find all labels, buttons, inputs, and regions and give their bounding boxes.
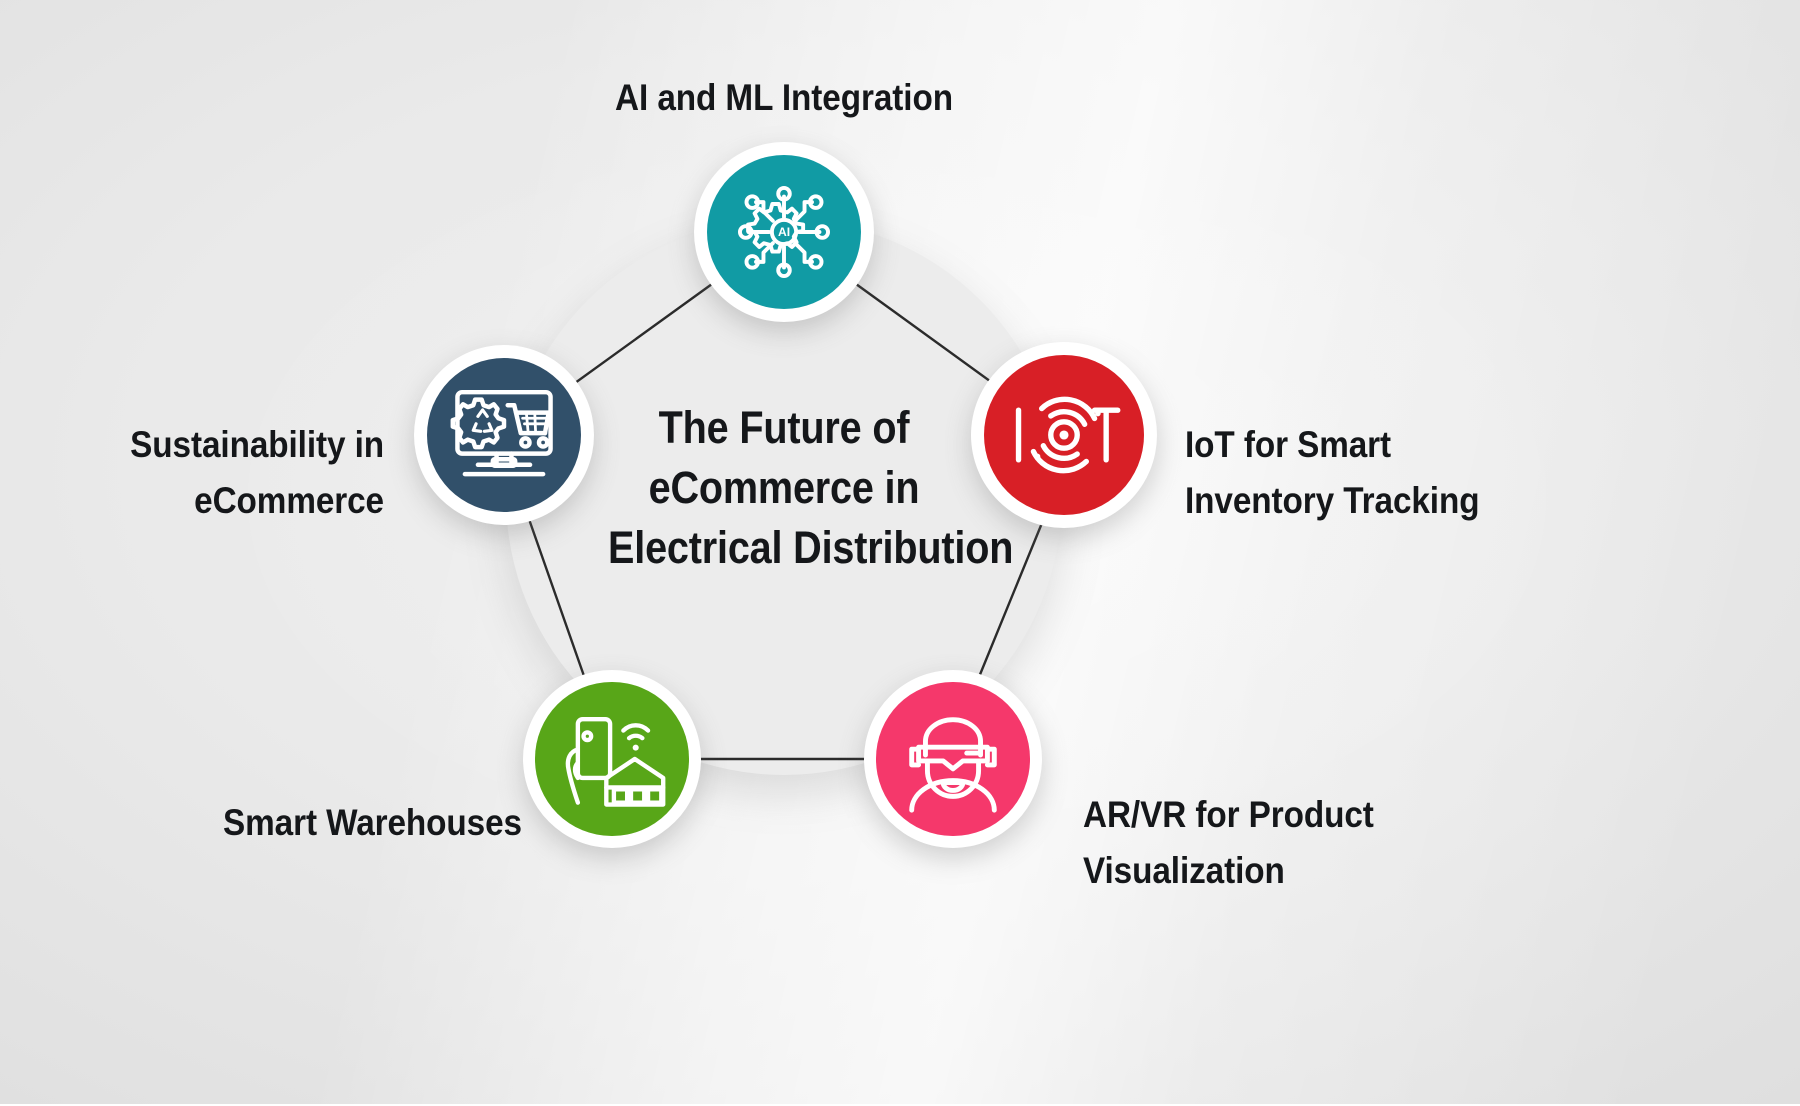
node-ar-vr[interactable]	[864, 670, 1042, 848]
warehouse-smartphone-wifi-icon	[565, 716, 666, 807]
center-title-line-1: The Future of	[658, 402, 910, 453]
iot-radar-icon	[1015, 396, 1121, 474]
node-label-iot-line-2: Inventory Tracking	[1185, 480, 1480, 522]
node-sustainability-disc	[426, 357, 582, 513]
node-smart-warehouses[interactable]	[523, 670, 701, 848]
center-title-line-3: Electrical Distribution	[608, 521, 1014, 573]
node-iot-disc	[984, 355, 1144, 515]
node-ar-vr-disc	[876, 682, 1030, 836]
node-label-ar-vr-line-1: AR/VR for Product	[1083, 794, 1374, 835]
node-label-sustainability-line-1: Sustainability in	[130, 424, 384, 465]
node-iot[interactable]	[971, 342, 1157, 528]
node-ai-ml[interactable]: AI	[694, 142, 874, 322]
node-label-sustainability: Sustainability in eCommerce	[123, 417, 384, 529]
monitor-recycle-cart-icon	[450, 389, 553, 477]
node-ai-ml-disc: AI	[706, 154, 862, 310]
node-smart-warehouses-disc	[535, 682, 689, 836]
ai-icon-text: AI	[778, 225, 790, 239]
vr-headset-person-icon	[909, 717, 997, 813]
node-label-smart-warehouses: Smart Warehouses	[223, 795, 522, 851]
node-label-ai-ml: AI and ML Integration	[514, 70, 1054, 126]
node-label-smart-warehouses-line-1: Smart Warehouses	[223, 802, 522, 843]
node-label-sustainability-line-2: eCommerce	[194, 480, 384, 522]
node-label-ar-vr: AR/VR for Product Visualization	[1083, 787, 1587, 899]
center-title-line-2: eCommerce in	[648, 461, 920, 513]
bottom-edge	[0, 1104, 1800, 1106]
ai-network-icon: AI	[737, 185, 830, 278]
node-label-ai-ml-line-1: AI and ML Integration	[615, 77, 953, 118]
node-label-iot: IoT for Smart Inventory Tracking	[1185, 417, 1689, 529]
center-title: The Future of eCommerce in Electrical Di…	[608, 398, 1014, 578]
node-label-ar-vr-line-2: Visualization	[1083, 850, 1285, 892]
node-label-iot-line-1: IoT for Smart	[1185, 424, 1392, 465]
node-sustainability[interactable]	[414, 345, 594, 525]
